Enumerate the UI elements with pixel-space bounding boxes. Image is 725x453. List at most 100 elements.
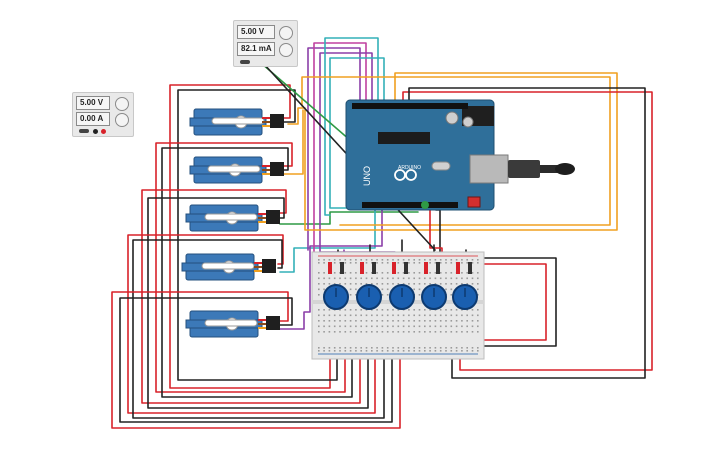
- wire-black[interactable]: [119, 297, 393, 423]
- breadboard-hole: [349, 347, 352, 349]
- wire-teal[interactable]: [279, 199, 376, 273]
- breadboard-hole: [371, 309, 373, 311]
- breadboard-hole: [339, 314, 341, 317]
- wire-red[interactable]: [155, 142, 346, 393]
- breadboard-hole: [450, 277, 453, 280]
- potentiometer-3[interactable]: [389, 262, 415, 310]
- wire-orange[interactable]: [301, 76, 611, 226]
- breadboard-hole: [344, 262, 347, 264]
- psu-1-negative-terminal-icon[interactable]: [93, 129, 98, 134]
- breadboard-hole: [434, 259, 437, 261]
- psu-2-current-knob-icon[interactable]: [279, 43, 293, 57]
- wire-red[interactable]: [141, 189, 361, 404]
- wire-red[interactable]: [169, 84, 331, 389]
- breadboard-hole: [355, 277, 357, 280]
- wire-orange[interactable]: [304, 72, 618, 231]
- servo-2[interactable]: [189, 156, 284, 184]
- breadboard-hole: [418, 331, 421, 333]
- analog-header: [362, 202, 458, 208]
- wire-black[interactable]: [161, 147, 353, 398]
- arduino-uno-board[interactable]: UNO ARDUINO: [345, 99, 575, 211]
- breadboard-hole: [318, 314, 320, 317]
- breadboard-hole: [418, 325, 421, 328]
- wire-purple[interactable]: [279, 199, 383, 330]
- power-supply-2[interactable]: 5.00 V 82.1 mA: [233, 20, 298, 67]
- breadboard-hole: [349, 259, 352, 261]
- wire-orange[interactable]: [283, 109, 304, 175]
- reset-button[interactable]: [467, 196, 481, 208]
- wire-black[interactable]: [177, 89, 338, 381]
- breadboard-hole: [328, 277, 331, 280]
- breadboard-hole: [397, 262, 400, 264]
- psu-1-power-switch-icon[interactable]: [79, 129, 89, 133]
- wire-black[interactable]: [132, 239, 385, 419]
- breadboard-hole: [439, 314, 442, 317]
- breadboard-hole: [397, 309, 400, 311]
- breadboard-hole: [344, 331, 347, 333]
- breadboard-hole: [455, 283, 458, 285]
- servo-4[interactable]: [181, 253, 276, 281]
- breadboard-hole: [434, 283, 437, 285]
- servo-3[interactable]: [185, 204, 280, 232]
- breadboard-hole: [434, 277, 437, 280]
- psu-1-current-knob-icon[interactable]: [115, 113, 129, 127]
- breadboard-hole: [408, 272, 410, 274]
- breadboard-hole: [461, 272, 463, 274]
- breadboard-hole: [466, 347, 468, 349]
- breadboard-hole: [434, 325, 437, 328]
- breadboard-hole: [386, 314, 389, 317]
- psu-2-voltage-knob-icon[interactable]: [279, 26, 293, 40]
- breadboard-hole: [344, 350, 347, 352]
- wire-black[interactable]: [408, 87, 646, 379]
- wire-black[interactable]: [479, 257, 557, 347]
- psu-2-voltage-display: 5.00 V: [237, 25, 275, 39]
- breadboard-hole: [445, 288, 447, 291]
- breadboard-hole: [466, 325, 468, 328]
- power-supply-1[interactable]: 5.00 V 0.00 A: [72, 92, 134, 137]
- breadboard-hole: [318, 277, 320, 280]
- usb-cable[interactable]: [508, 160, 540, 178]
- potentiometer-4[interactable]: [421, 262, 447, 310]
- breadboard-hole: [397, 320, 400, 322]
- breadboard-hole: [450, 309, 453, 311]
- breadboard-hole: [418, 320, 421, 322]
- breadboard-hole: [418, 314, 421, 317]
- wire-red[interactable]: [479, 263, 547, 341]
- psu-1-positive-terminal-icon[interactable]: [101, 129, 106, 134]
- wire-green[interactable]: [279, 211, 419, 225]
- potentiometer-2[interactable]: [356, 262, 382, 310]
- wire-black[interactable]: [147, 197, 369, 409]
- breadboard-hole: [360, 309, 362, 311]
- wire-purple[interactable]: [307, 47, 361, 251]
- wire-red[interactable]: [402, 91, 653, 371]
- breadboard-hole: [429, 320, 431, 322]
- wire-red[interactable]: [111, 291, 401, 429]
- psu-2-current-display: 82.1 mA: [237, 42, 275, 56]
- breadboard-hole: [392, 347, 394, 349]
- breadboard-hole: [477, 314, 479, 317]
- breadboard-hole: [461, 259, 463, 261]
- breadboard-hole: [466, 272, 468, 274]
- wire-red[interactable]: [127, 234, 376, 414]
- breadboard-hole: [413, 331, 415, 333]
- breadboard-hole: [418, 272, 421, 274]
- breadboard-hole: [434, 314, 437, 317]
- wire-teal[interactable]: [324, 37, 379, 216]
- breadboard-hole: [355, 309, 357, 311]
- wire-magenta[interactable]: [313, 42, 367, 256]
- psu-2-power-switch-icon[interactable]: [240, 60, 250, 64]
- wire-endpoint[interactable]: [421, 201, 429, 209]
- servo-5[interactable]: [185, 310, 280, 338]
- breadboard-hole: [466, 262, 468, 264]
- breadboard-hole: [471, 325, 474, 328]
- breadboard-hole: [471, 262, 474, 264]
- breadboard-hole: [471, 347, 474, 349]
- potentiometer-5[interactable]: [452, 262, 478, 310]
- servo-1[interactable]: [189, 108, 284, 136]
- wire-orange[interactable]: [287, 107, 306, 125]
- psu-1-voltage-knob-icon[interactable]: [115, 97, 129, 111]
- breadboard-hole: [424, 325, 426, 328]
- breadboard-hole: [471, 272, 474, 274]
- potentiometer-1[interactable]: [323, 262, 349, 310]
